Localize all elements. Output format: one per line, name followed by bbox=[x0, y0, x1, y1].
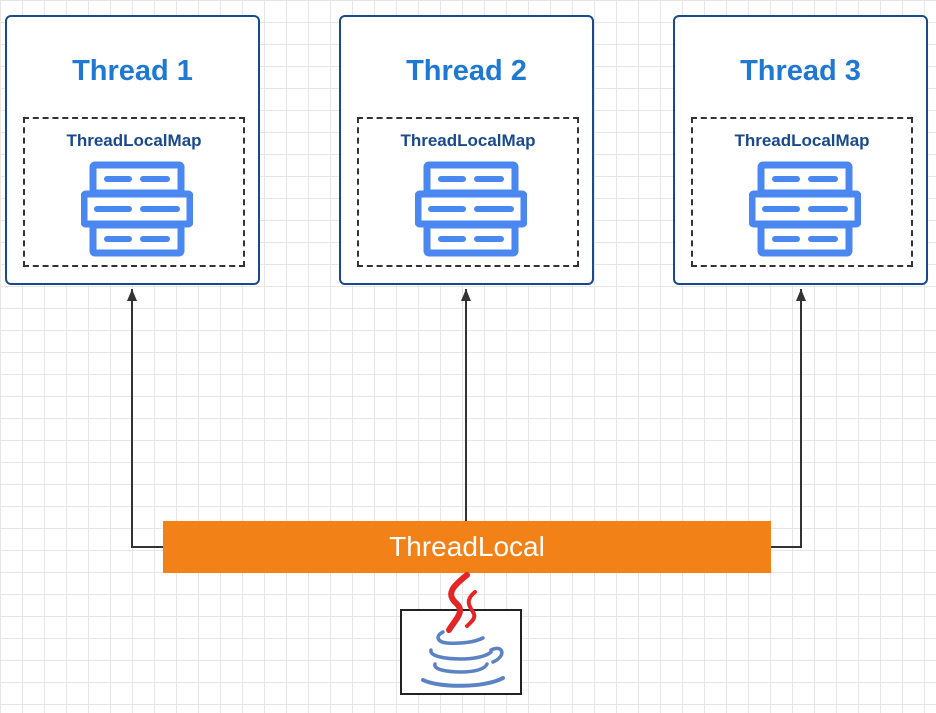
server-rack-icon bbox=[749, 161, 861, 257]
threadlocalmap-box[interactable]: ThreadLocalMap bbox=[357, 117, 579, 267]
thread-box-3[interactable]: Thread 3 ThreadLocalMap bbox=[673, 15, 928, 285]
java-coffee-cup-icon bbox=[400, 572, 522, 695]
server-rack-icon bbox=[415, 161, 527, 257]
thread-title: Thread 2 bbox=[406, 55, 527, 87]
thread-box-2[interactable]: Thread 2 ThreadLocalMap bbox=[339, 15, 594, 285]
threadlocalmap-box[interactable]: ThreadLocalMap bbox=[23, 117, 245, 267]
thread-title: Thread 3 bbox=[740, 55, 861, 87]
threadlocalmap-label: ThreadLocalMap bbox=[400, 131, 536, 150]
threadlocalmap-box[interactable]: ThreadLocalMap bbox=[691, 117, 913, 267]
threadlocalmap-label: ThreadLocalMap bbox=[66, 131, 202, 150]
threadlocal-bar[interactable]: ThreadLocal bbox=[163, 521, 771, 573]
thread-title: Thread 1 bbox=[72, 55, 193, 87]
arrow-to-thread-3 bbox=[771, 289, 806, 548]
thread-box-1[interactable]: Thread 1 ThreadLocalMap bbox=[5, 15, 260, 285]
threadlocalmap-label: ThreadLocalMap bbox=[734, 131, 870, 150]
server-rack-icon bbox=[81, 161, 193, 257]
arrow-to-thread-1 bbox=[127, 289, 164, 548]
